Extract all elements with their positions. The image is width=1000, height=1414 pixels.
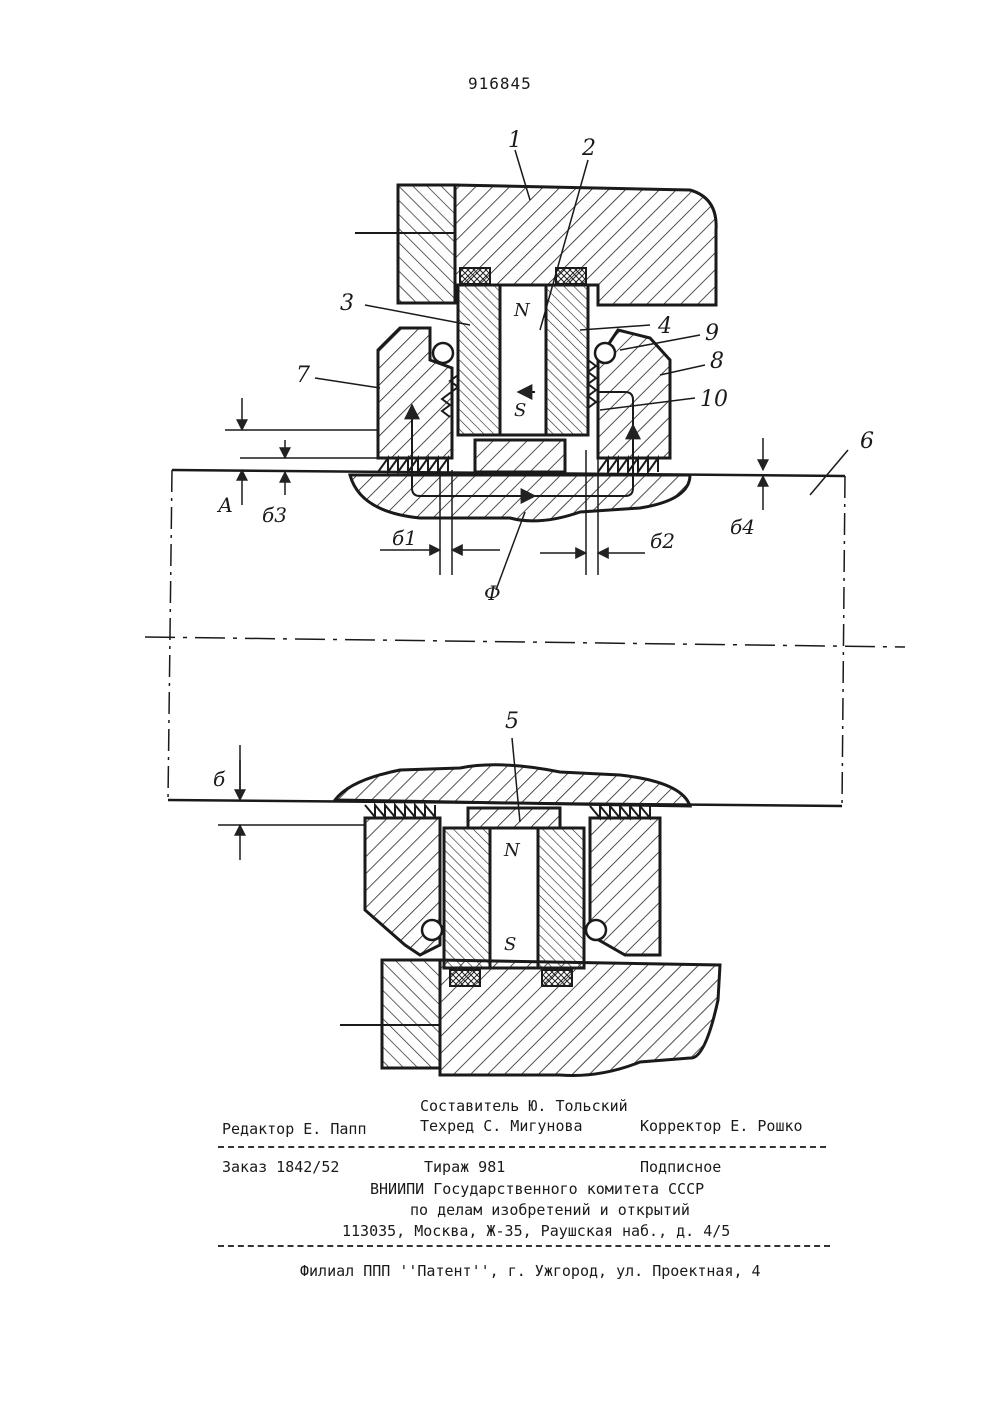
seal-ring-right [555, 267, 587, 285]
sleeve-5 [466, 806, 562, 830]
ball-left [431, 341, 455, 365]
label-gap-a: А [216, 493, 233, 517]
housing-lower-cover [380, 958, 442, 1070]
imprint-branch: Филиал ППП ''Патент'', г. Ужгород, ул. П… [300, 1262, 761, 1280]
centerline [144, 636, 906, 648]
imprint-institute-line-2: по делам изобретений и открытий [410, 1201, 690, 1219]
ball-right [593, 341, 617, 365]
label-part-4: 4 [657, 314, 672, 339]
label-part-10: 10 [700, 387, 728, 412]
flux-path [411, 391, 634, 497]
label-part-5: 5 [505, 709, 519, 734]
pole-piece-lower-right [536, 826, 586, 970]
seal-ring-left [459, 267, 491, 285]
ball-lower-right [584, 918, 608, 942]
shaft-collar-upper [348, 473, 692, 523]
label-gap-b2: б2 [650, 529, 675, 553]
label-part-9: 9 [705, 321, 719, 346]
pole-piece-3 [456, 283, 502, 437]
serration-left [377, 454, 449, 476]
housing-lower-left [363, 816, 442, 957]
pole-piece-lower-left [442, 826, 492, 970]
serration-right [597, 454, 659, 476]
shaft-collar-lower [332, 763, 693, 808]
magnet-lower [488, 826, 540, 970]
imprint-circulation: Тираж 981 [424, 1158, 506, 1176]
imprint-techred: Техред С. Мигунова [420, 1117, 583, 1135]
label-part-3: 3 [340, 291, 354, 316]
dimension-lines [218, 398, 769, 860]
imprint-subscription: Подписное [640, 1158, 722, 1176]
imprint-compiler: Составитель Ю. Тольский [420, 1097, 628, 1115]
sleeve-upper [473, 438, 567, 474]
housing-lower-right [588, 816, 662, 957]
divider-bottom [218, 1245, 830, 1247]
patent-number: 916845 [468, 74, 532, 93]
label-gap-b: б [213, 767, 226, 791]
label-south-lower: S [504, 934, 516, 955]
label-gap-b1: б1 [392, 526, 417, 550]
label-part-7: 7 [296, 363, 310, 388]
label-part-2: 2 [581, 136, 596, 161]
teeth-right [586, 359, 598, 409]
divider-top [218, 1146, 826, 1148]
imprint-corrector: Корректор Е. Рошко [640, 1117, 803, 1135]
drawing-labels: 1 2 3 4 5 6 7 8 9 10 N S N S А б3 б1 б2 … [213, 128, 874, 955]
serration-lower-right [589, 803, 651, 821]
label-gap-b3: б3 [262, 503, 287, 527]
leader-lines [314, 149, 849, 823]
upper-section [348, 183, 718, 523]
housing-cover [396, 183, 457, 305]
ball-lower-left [420, 918, 444, 942]
label-north-lower: N [503, 840, 521, 861]
label-gap-b4: б4 [730, 515, 755, 539]
seal-assembly-drawing: 1 2 3 4 5 6 7 8 9 10 N S N S А б3 б1 б2 … [144, 128, 906, 1077]
imprint-address: 113035, Москва, Ж-35, Раушская наб., д. … [342, 1222, 731, 1240]
imprint-institute-line-1: ВНИИПИ Государственного комитета СССР [370, 1180, 705, 1198]
lower-section [332, 763, 722, 1077]
label-part-8: 8 [710, 349, 724, 374]
housing-body [453, 183, 718, 307]
label-part-1: 1 [508, 128, 522, 153]
label-north-upper: N [513, 300, 531, 321]
housing-lower-body [438, 958, 722, 1077]
label-part-6: 6 [860, 429, 874, 454]
pole-piece-4 [544, 283, 590, 437]
imprint-order: Заказ 1842/52 [222, 1158, 340, 1176]
label-south-upper: S [514, 400, 526, 421]
label-flux: Ф [484, 581, 501, 605]
serration-lower-left [364, 802, 436, 820]
imprint-editor: Редактор Е. Папп [222, 1120, 367, 1138]
